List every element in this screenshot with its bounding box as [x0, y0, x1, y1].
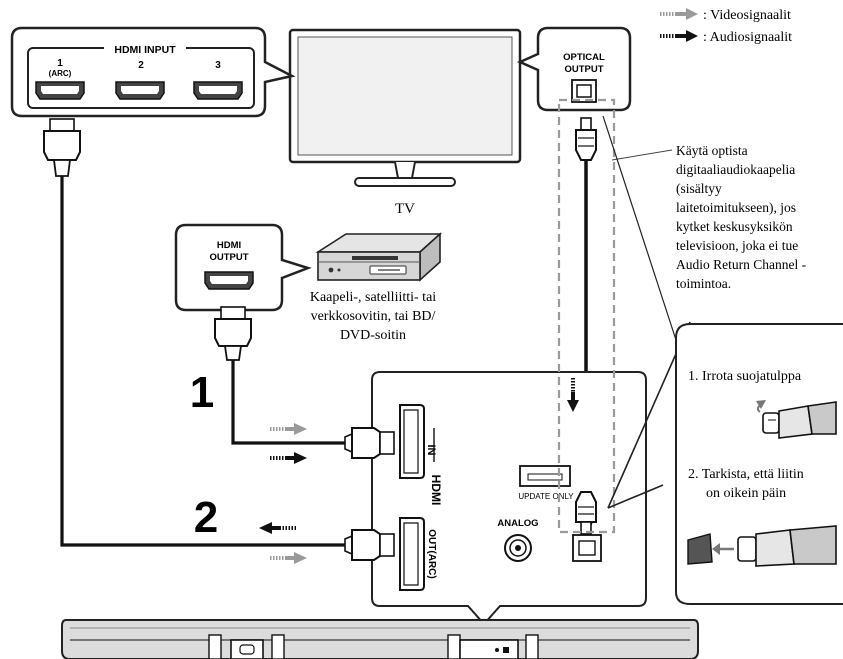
update-only-label: UPDATE ONLY	[518, 492, 574, 501]
optional-connection-dashed-box	[557, 98, 616, 534]
port-1-arc-label: (ARC)	[49, 69, 72, 78]
optical-plug-tv-icon	[575, 117, 597, 161]
check-orientation-illustration-icon	[687, 525, 837, 567]
update-only-usb-port-icon	[519, 465, 571, 487]
blu-ray-player-icon	[315, 232, 443, 282]
hdmi-output-panel: HDMI OUTPUT	[174, 223, 312, 312]
audio-in-arrow-icon	[270, 452, 307, 464]
step-1-number: 1	[190, 368, 214, 417]
instruction-step2-line2: on oikein päin	[706, 486, 786, 501]
hdmi-output-line2: OUTPUT	[209, 252, 248, 263]
sound-bar	[61, 619, 699, 659]
player-caption-line2: verkkosovitin, tai BD/	[311, 309, 436, 324]
power-inlet-icon	[208, 634, 285, 659]
optical-note-line7: Audio Return Channel -	[676, 257, 807, 272]
hdmi-cable-tv-arc	[60, 175, 345, 547]
hdmi-port-3-icon	[193, 81, 243, 100]
hdmi-logo: HDMI	[429, 475, 443, 506]
player-caption: Kaapeli-, satelliitti- tai verkkosovitin…	[310, 290, 436, 343]
hdmi-out-arc-label: OUT(ARC)	[426, 529, 437, 578]
audio-down-arrow-icon	[567, 378, 579, 412]
tv: TV	[288, 28, 522, 217]
port-3-label: 3	[215, 60, 221, 71]
video-in-arrow-icon	[270, 423, 307, 435]
player-caption-line3: DVD-soitin	[340, 328, 406, 343]
hdmi-output-line1: HDMI	[217, 240, 241, 251]
optical-note-line2: digitaaliaudiokaapelia	[676, 162, 795, 177]
optical-note: Käytä optista digitaaliaudiokaapelia (si…	[676, 143, 807, 291]
tv-label: TV	[395, 201, 415, 217]
hdmi-out-arc-port-icon	[399, 517, 425, 591]
hdmi-cable-player	[231, 360, 345, 445]
optical-plug-bar-icon	[575, 491, 597, 535]
optical-note-line1: Käytä optista	[676, 143, 748, 158]
connector-bay-icon	[447, 634, 539, 659]
hdmi-plug-player-icon	[214, 306, 252, 361]
instruction-step2-line1: 2. Tarkista, että liitin	[688, 467, 804, 482]
port-1-label: 1	[57, 58, 63, 69]
legend: : Videosignaalit : Audiosignaalit	[660, 8, 792, 45]
legend-video-label: : Videosignaalit	[703, 8, 791, 23]
optical-port-icon	[571, 79, 597, 103]
optical-note-line6: televisioon, joka ei tue	[676, 238, 798, 253]
step-2-number: 2	[194, 493, 218, 542]
audio-signal-arrow-icon	[660, 30, 698, 42]
hdmi-input-title: HDMI INPUT	[114, 44, 176, 56]
hdmi-in-port-icon	[399, 404, 425, 479]
analog-label: ANALOG	[497, 518, 538, 529]
optical-note-line4: laitetoimitukseen), jos	[676, 200, 796, 215]
optical-note-line5: kytket keskusyksikön	[676, 219, 793, 234]
hdmi-plug-out-icon	[344, 529, 395, 561]
hdmi-output-port-icon	[204, 271, 254, 290]
optical-output-panel: OPTICAL OUTPUT	[516, 26, 632, 112]
tv-optical-port-icon	[572, 534, 602, 562]
instruction-callout: 1. Irrota suojatulppa 2. Tarkista, että …	[602, 115, 843, 605]
optical-note-line3: (sisältyy	[676, 181, 722, 196]
hdmi-in-label: IN	[425, 445, 437, 456]
video-out-arrow-icon	[270, 552, 307, 564]
rear-panel: IN HDMI OUT(ARC) UPDATE ONLY ANALOG TV	[371, 371, 647, 626]
instruction-step1: 1. Irrota suojatulppa	[688, 369, 802, 384]
video-signal-arrow-icon	[660, 8, 698, 20]
optical-output-line1: OPTICAL	[563, 52, 605, 63]
analog-jack-icon	[504, 534, 532, 562]
hdmi-plug-in-icon	[344, 427, 395, 459]
player-caption-line1: Kaapeli-, satelliitti- tai	[310, 290, 436, 305]
note-leader-line	[611, 149, 673, 161]
hdmi-plug-tv-icon	[43, 118, 81, 177]
port-2-label: 2	[138, 60, 144, 71]
hdmi-port-1-icon	[35, 81, 85, 100]
optical-note-line8: toimintoa.	[676, 276, 731, 291]
optical-output-line2: OUTPUT	[564, 64, 603, 75]
hdmi-input-panel: HDMI INPUT 1 (ARC) 2 3	[10, 26, 296, 118]
legend-audio-label: : Audiosignaalit	[703, 30, 792, 45]
hdmi-port-2-icon	[115, 81, 165, 100]
audio-out-arrow-icon	[259, 522, 296, 534]
remove-cap-illustration-icon	[756, 400, 837, 439]
